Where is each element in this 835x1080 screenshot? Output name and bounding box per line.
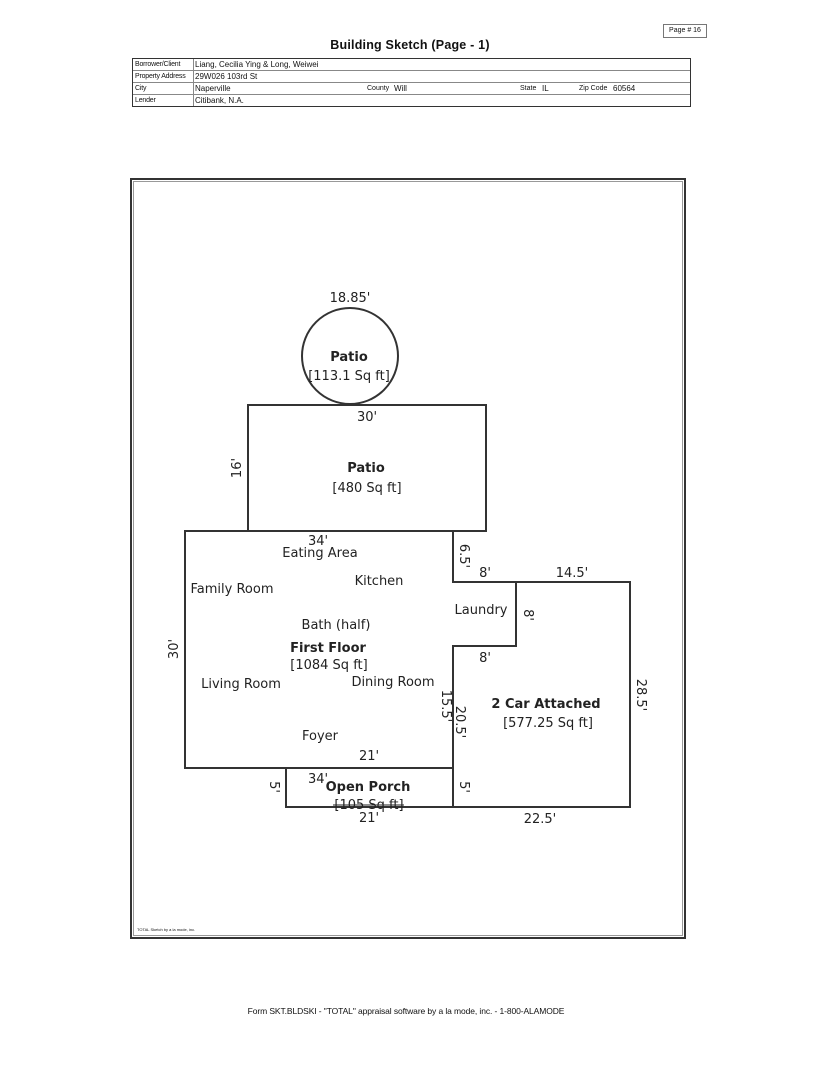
address-label: Property Address bbox=[133, 71, 194, 82]
borrower-value: Liang, Cecilia Ying & Long, Weiwei bbox=[195, 60, 319, 69]
zip-label: Zip Code bbox=[579, 85, 608, 92]
porch-dim-bottom: 21' bbox=[359, 811, 379, 826]
first-floor-dim-inner: 15.5' bbox=[438, 690, 453, 723]
county-value: Will bbox=[394, 84, 407, 93]
lender-label: Lender bbox=[133, 95, 194, 106]
sketch-frame bbox=[130, 178, 686, 939]
lender-value: Citibank, N.A. bbox=[195, 96, 244, 105]
county-label: County bbox=[367, 85, 390, 92]
room-foyer: Foyer bbox=[302, 729, 339, 744]
patio-rect-name: Patio bbox=[347, 461, 385, 476]
patio-rect-dim-top: 30' bbox=[357, 410, 377, 425]
borrower-row: Borrower/Client Liang, Cecilia Ying & Lo… bbox=[133, 59, 690, 71]
sketch-credit: TOTAL Sketch by a la mode, inc. bbox=[137, 927, 196, 932]
open-porch-outline bbox=[285, 767, 454, 808]
porch-dim-right: 5' bbox=[456, 781, 471, 793]
first-floor-dim-step: 8' bbox=[479, 651, 491, 666]
patio-circle-name: Patio bbox=[330, 350, 368, 365]
first-floor-area: [1084 Sq ft] bbox=[290, 658, 367, 673]
room-laundry: Laundry bbox=[455, 603, 508, 618]
porch-name: Open Porch bbox=[326, 780, 411, 795]
patio-circle-dim: 18.85' bbox=[330, 291, 371, 306]
city-label: City bbox=[133, 83, 194, 94]
first-floor-dim-notch-h: 8' bbox=[479, 566, 491, 581]
room-family-room: Family Room bbox=[191, 582, 274, 597]
room-eating-area: Eating Area bbox=[282, 546, 357, 561]
state-label: State bbox=[520, 85, 537, 92]
garage-dim-inner: 20.5' bbox=[452, 706, 467, 739]
first-floor-name: First Floor bbox=[290, 641, 366, 656]
address-value: 29W026 103rd St bbox=[195, 72, 258, 81]
garage-area: [577.25 Sq ft] bbox=[503, 716, 593, 731]
room-kitchen: Kitchen bbox=[355, 574, 404, 589]
garage-dim-bottom: 22.5' bbox=[524, 812, 557, 827]
state-value: IL bbox=[542, 84, 549, 93]
lender-row: Lender Citibank, N.A. bbox=[133, 95, 690, 106]
borrower-label: Borrower/Client bbox=[133, 59, 194, 70]
patio-rect-area: [480 Sq ft] bbox=[332, 481, 401, 496]
porch-dim-top: 34' bbox=[308, 772, 328, 787]
first-floor-dim-laundry: 8' bbox=[520, 609, 535, 621]
room-living-room: Living Room bbox=[201, 677, 281, 692]
porch-dim-left: 5' bbox=[266, 781, 281, 793]
first-floor-dim-left: 30' bbox=[167, 639, 182, 659]
address-row: Property Address 29W026 103rd St bbox=[133, 71, 690, 83]
first-floor-dim-bottom: 21' bbox=[359, 749, 379, 764]
garage-dim-right: 28.5' bbox=[633, 679, 648, 712]
room-dining-room: Dining Room bbox=[351, 675, 434, 690]
page-title: Building Sketch (Page - 1) bbox=[330, 38, 490, 52]
zip-value: 60564 bbox=[613, 84, 636, 93]
patio-circle-area: [113.1 Sq ft] bbox=[308, 369, 390, 384]
room-bath-half: Bath (half) bbox=[302, 618, 371, 633]
sketch-frame-inner bbox=[133, 181, 683, 936]
page-footer: Form SKT.BLDSKI - "TOTAL" appraisal soft… bbox=[247, 1006, 565, 1016]
city-row: City Naperville County Will State IL Zip… bbox=[133, 83, 690, 95]
city-value: Naperville bbox=[195, 84, 231, 93]
garage-dim-top: 14.5' bbox=[556, 566, 589, 581]
page-number: Page # 16 bbox=[663, 24, 707, 38]
garage-name: 2 Car Attached bbox=[491, 697, 600, 712]
property-info-table: Borrower/Client Liang, Cecilia Ying & Lo… bbox=[132, 58, 691, 107]
first-floor-dim-top: 34' bbox=[308, 534, 328, 549]
patio-rect-dim-side: 16' bbox=[230, 458, 245, 478]
first-floor-dim-notch-v: 6.5' bbox=[456, 544, 471, 568]
